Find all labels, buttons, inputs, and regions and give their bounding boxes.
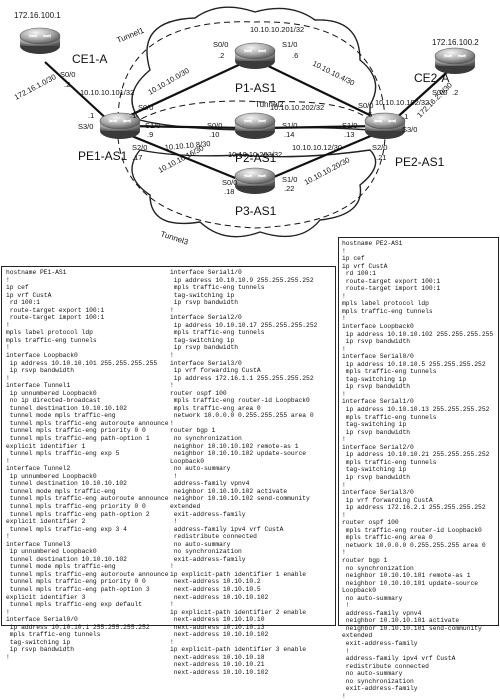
router-p2-icon [234,112,276,140]
label-pe2-dot1: .1 [402,112,408,121]
label-p3-s00: S0/0 [222,178,237,187]
tunnel3-path [117,137,386,229]
label-pe2-s30: S3/0 [402,125,417,134]
router-p1-icon [234,42,276,70]
label-p3-s10: S1/0 [282,175,297,184]
label-pe1-dot17: .17 [132,153,142,162]
link-pe1-p3 [121,130,246,184]
label-net-pe1-p2: 10.10.10.8/30 [164,139,211,152]
label-p3-dot18: .18 [224,187,234,196]
label-pe1-s10: S1/0 [145,121,160,130]
label-p1-lo: 10.10.10.201/32 [250,25,304,34]
router-p1-name: P1-AS1 [235,81,277,95]
label-p2-lo: 10.10.10.202/32 [270,103,324,112]
router-p2-name: P2-AS1 [235,151,277,165]
router-ce1-icon [19,27,61,55]
network-topology-diagram: CE1-A 172.16.100.1 PE1-AS1 P1-AS1 P2-AS1… [13,6,479,247]
label-p2-s10: S1/0 [282,121,297,130]
pe2-config-box [338,237,499,626]
router-ce2-loopback: 172.16.100.2 [432,38,479,47]
label-ce1-dot2: .2 [64,80,70,89]
router-pe1-name: PE1-AS1 [78,149,128,163]
router-pe2-name: PE2-AS1 [395,155,445,169]
router-ce1-loopback: 172.16.100.1 [14,11,61,20]
label-ce1-s00: S0/0 [60,70,75,79]
router-p3-icon [234,167,276,195]
link-p2-pe2 [264,124,381,130]
label-pe2-lo: 10.10.10.102/32 [375,98,429,107]
tunnel3-label: Tunnel3 [159,229,190,247]
label-ce2-dot2: .2 [452,88,458,97]
link-ce1-pe1 [44,61,111,123]
label-p2-dot14: .14 [284,130,294,139]
tunnel2-label: Tunnel2 [255,100,284,109]
label-p1-s10: S1/0 [282,40,297,49]
label-p1-dot2: .2 [218,51,224,60]
label-p1-dot6: .6 [292,51,298,60]
pe2-config: hostname PE2-AS1 ! ip cef ip vrf CustA r… [342,240,494,700]
label-p1-s00: S0/0 [213,40,228,49]
link-pe1-p1 [119,61,246,121]
tunnel1-label: Tunnel1 [115,26,145,45]
label-pe2-s20: S2/0 [372,143,387,152]
label-pe1-dot1: .1 [88,111,94,120]
label-pe1-s00: S0/0 [138,103,153,112]
router-ce2-name: CE2-A [414,71,449,85]
link-p1-pe2 [259,61,381,121]
label-pe2-s10: S1/0 [342,121,357,130]
label-pe2-dot5: .5 [366,110,372,119]
link-pe2-ce2 [391,64,456,123]
label-p3-dot22: .22 [284,184,294,193]
pe1-config-box [1,266,336,626]
label-pe1-dot1b: .1 [130,111,136,120]
label-p3-lo: 10.10.10.203/32 [228,150,282,159]
label-pe2-s00: S0/0 [358,101,373,110]
label-p2-s00: S0/0 [207,121,222,130]
link-p3-pe2 [261,130,381,184]
pe1-config-col2: interface Serial1/0 ip address 10.10.10.… [170,269,318,676]
router-p3-name: P3-AS1 [235,204,277,218]
label-net-p2-pe2: 10.10.10.12/30 [292,143,342,152]
label-pe1-s20: S2/0 [132,143,147,152]
router-ce1-name: CE1-A [72,52,107,66]
label-pe1-s30: S3/0 [78,122,93,131]
label-pe2-dot13: .13 [344,130,354,139]
label-pe1-lo: 10.10.10.101/32 [80,88,134,97]
tunnel1-path [117,21,386,119]
label-net-ce1-pe1: 172.16.1.0/30 [13,72,58,101]
tunnel2-path [124,100,379,131]
pe1-config-col1: hostname PE1-AS1 ! ip cef ip vrf CustA r… [6,269,169,661]
label-pe2-dot21: .21 [376,153,386,162]
label-p2-dot10: .10 [209,130,219,139]
label-pe1-dot9: .9 [147,130,153,139]
link-pe1-p2 [124,124,246,130]
label-ce2-s00: S0/0 [432,88,447,97]
